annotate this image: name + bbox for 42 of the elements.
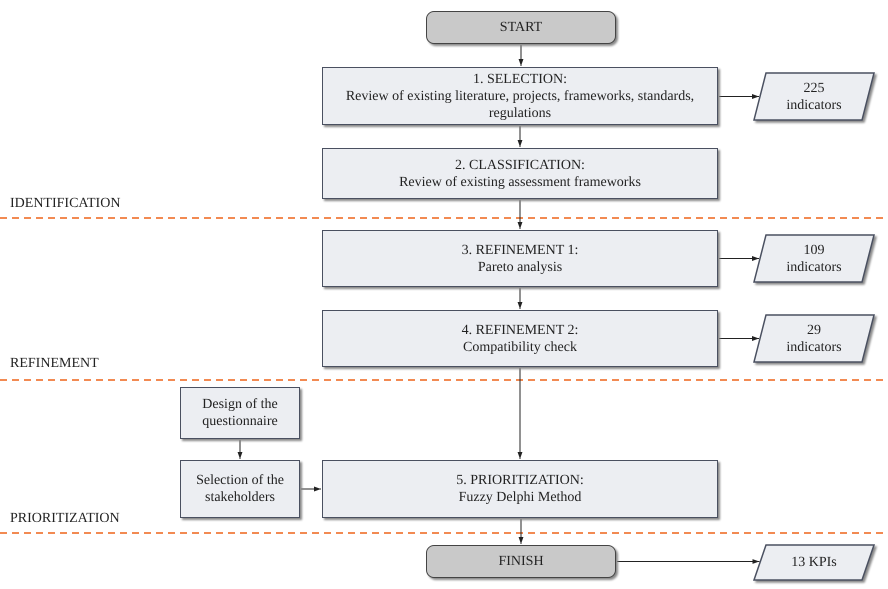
node-text: Design of the questionnaire bbox=[201, 396, 279, 430]
process-box bbox=[180, 460, 300, 518]
section-label: PRIORITIZATION bbox=[10, 511, 120, 527]
node-text: 225 indicators bbox=[785, 80, 843, 114]
arrow bbox=[718, 336, 760, 341]
section-label: IDENTIFICATION bbox=[10, 196, 120, 212]
arrow bbox=[518, 44, 524, 66]
node-text: 4. REFINEMENT 2: bbox=[462, 322, 578, 338]
node-text: Selection of the stakeholders bbox=[195, 472, 285, 506]
process-box bbox=[322, 148, 718, 199]
arrow bbox=[518, 126, 522, 148]
arrow bbox=[718, 256, 760, 261]
section-label: REFINEMENT bbox=[10, 356, 99, 372]
node-text: Pareto analysis bbox=[478, 258, 562, 276]
node-text: Fuzzy Delphi Method bbox=[458, 489, 582, 506]
node-text: 13 KPIs bbox=[791, 554, 837, 571]
node-text: 2. CLASSIFICATION: bbox=[455, 156, 585, 174]
arrow bbox=[518, 288, 522, 310]
process-box bbox=[180, 387, 300, 439]
node-text: Review of existing assessment frameworks bbox=[399, 174, 641, 190]
terminal-box bbox=[426, 11, 616, 44]
node-text: START bbox=[500, 19, 542, 36]
node-text: 109 indicators bbox=[785, 242, 843, 276]
node-text: 29 indicators bbox=[785, 322, 843, 356]
node-text: 1. SELECTION: bbox=[472, 70, 568, 88]
process-box bbox=[322, 310, 718, 367]
arrow bbox=[300, 486, 322, 492]
node-text: 5. PRIORITIZATION: bbox=[456, 472, 584, 489]
arrow bbox=[518, 200, 522, 230]
node-text: 3. REFINEMENT 1: bbox=[462, 242, 578, 258]
arrow bbox=[718, 94, 760, 99]
arrow bbox=[518, 518, 524, 544]
arrow bbox=[616, 559, 760, 564]
process-box bbox=[322, 67, 718, 125]
arrow bbox=[518, 368, 522, 460]
terminal-box bbox=[426, 545, 616, 578]
arrow bbox=[238, 440, 242, 460]
node-text: Compatibility check bbox=[463, 338, 577, 356]
process-box bbox=[322, 460, 718, 518]
node-text: FINISH bbox=[498, 553, 544, 570]
node-text: Review of existing literature, projects, frameworks, standards, regulations bbox=[344, 88, 696, 122]
process-box bbox=[322, 230, 718, 287]
